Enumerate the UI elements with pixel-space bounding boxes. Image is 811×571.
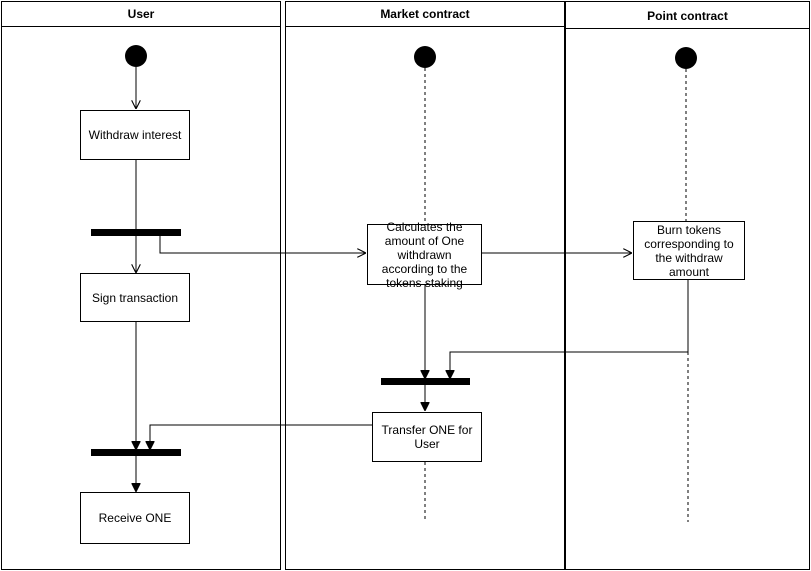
action-transfer-one: Transfer ONE for User (372, 412, 482, 462)
action-receive-one: Receive ONE (80, 492, 190, 544)
edge-fork-to-calculate (159, 236, 366, 253)
join-bar-user (91, 449, 181, 456)
action-burn-tokens: Burn tokens corresponding to the withdra… (633, 221, 745, 280)
start-node-point (675, 47, 697, 69)
lane-header-user: User (2, 2, 280, 27)
edge-burn-to-join (450, 280, 689, 379)
action-sign-transaction: Sign transaction (80, 273, 190, 322)
action-withdraw-interest: Withdraw interest (80, 110, 190, 160)
fork-bar-user (91, 229, 181, 236)
lane-header-market-contract: Market contract (286, 2, 564, 27)
edge-transfer-to-user-join (150, 424, 372, 450)
join-bar-market (381, 378, 470, 385)
action-calculate-withdrawn: Calculates the amount of One withdrawn a… (367, 220, 482, 290)
start-node-market (414, 46, 436, 68)
start-node-user (125, 45, 147, 67)
lane-header-point-contract: Point contract (566, 4, 809, 29)
